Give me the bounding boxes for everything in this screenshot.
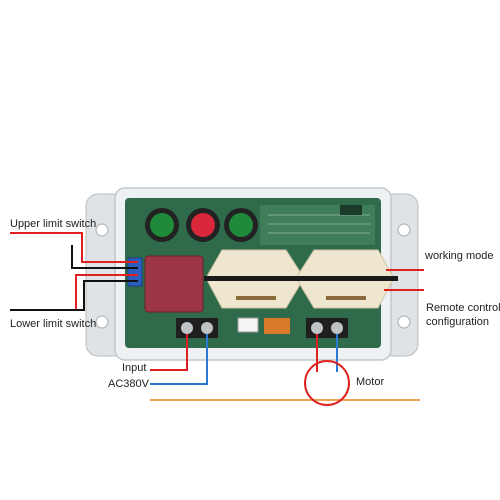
red-button[interactable] [191, 213, 215, 237]
label-ac380v: AC380V [108, 378, 149, 390]
label-working-mode: working mode [425, 250, 494, 262]
control-buttons [145, 208, 258, 242]
mount-hole-icon [397, 315, 411, 329]
side-connector [127, 257, 143, 287]
label-upper-limit-switch: Upper limit switch [10, 218, 97, 230]
input-wires [150, 334, 420, 401]
green-button[interactable] [229, 213, 253, 237]
black-wire [71, 245, 138, 269]
screw-icon [201, 322, 213, 334]
capacitor [264, 318, 290, 334]
motor-symbol [304, 360, 350, 406]
transformer [144, 255, 204, 313]
black-wire [10, 280, 138, 311]
mount-hole-icon [397, 223, 411, 237]
label-remote-control-line1: Remote control [426, 302, 500, 314]
motor-wires [304, 334, 350, 406]
label-remote-control-line2: configuration [426, 316, 489, 328]
red-wire [10, 232, 138, 263]
mount-hole-icon [95, 315, 109, 329]
label-lower-limit-switch: Lower limit switch [10, 318, 97, 330]
terminal-blocks [127, 257, 348, 338]
pointer-lines-right [384, 269, 424, 291]
screw-icon [181, 322, 193, 334]
screw-icon [331, 322, 343, 334]
label-motor: Motor [356, 376, 385, 388]
red-wire [150, 334, 188, 371]
limit-switch-wires [10, 232, 138, 311]
connector [237, 317, 259, 333]
green-button[interactable] [150, 213, 174, 237]
screw-icon [311, 322, 323, 334]
red-wire [75, 274, 138, 310]
mount-hole-icon [95, 223, 109, 237]
relays [204, 249, 398, 309]
label-input: Input [122, 362, 147, 374]
blue-wire [150, 334, 208, 385]
